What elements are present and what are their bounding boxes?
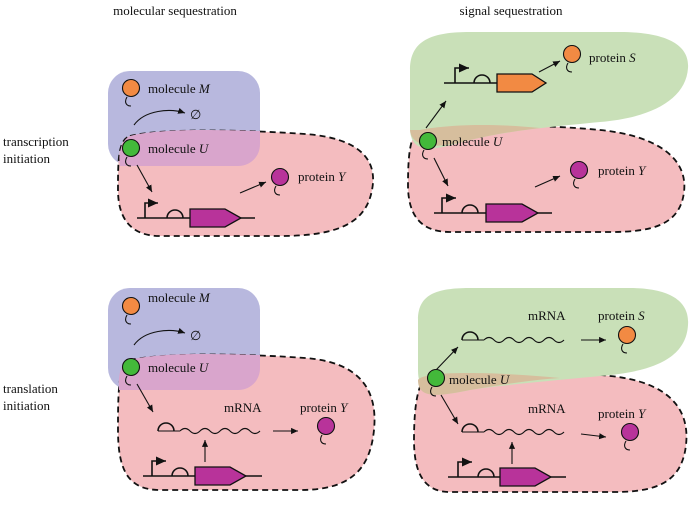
green-region-d	[418, 288, 689, 395]
gene-y-icon-b	[434, 193, 552, 223]
molecule-m-label: molecule M	[148, 81, 211, 96]
protein-s-label: protein S	[589, 50, 636, 65]
header-molecular-sequestration: molecular sequestration	[113, 3, 237, 18]
gene-s-icon	[444, 63, 548, 93]
panel-molecular-translation: molecule M ∅ molecule U mRNA protein Y	[108, 288, 376, 491]
row-label-translation: translation	[3, 381, 58, 396]
molecule-m-label-c: molecule M	[148, 290, 211, 305]
pink-region-b	[407, 124, 686, 233]
u-to-rbs-arrow	[136, 383, 154, 413]
degradation-arrow-c	[133, 327, 186, 346]
mrna-s-icon	[461, 331, 565, 344]
u-to-gene-y-arrow	[433, 157, 449, 187]
panel-signal-transcription: protein S molecule U protein Y	[407, 32, 689, 233]
molecule-m-icon	[121, 78, 141, 107]
molecule-u-icon-c	[121, 357, 141, 386]
molecule-u-label-d: molecule U	[449, 372, 511, 387]
mrna-label-d-top: mRNA	[528, 308, 566, 323]
row-label-initiation-bottom: initiation	[3, 398, 50, 413]
molecule-m-icon-c	[121, 296, 141, 325]
u-to-promoter-arrow	[136, 164, 153, 193]
overlap-region-d	[418, 373, 560, 395]
molecule-u-label: molecule U	[148, 141, 210, 156]
empty-set-label: ∅	[190, 107, 201, 122]
mrna-y-icon-d	[461, 423, 565, 436]
overlap-region-b	[410, 124, 540, 146]
panel-molecular-transcription: molecule M ∅ molecule U protein Y	[108, 71, 374, 237]
u-to-mrna-y-arrow	[440, 394, 459, 425]
protein-s-icon-d	[617, 325, 637, 354]
gene-y-icon-d	[448, 457, 566, 487]
panel-signal-translation: mRNA protein S molecule U mRNA protein Y	[413, 288, 689, 493]
gene-y-to-protein-arrow-b	[534, 175, 561, 188]
gene-s-to-protein-arrow	[538, 60, 561, 73]
u-to-gene-s-arrow	[425, 100, 447, 129]
header-signal-sequestration: signal sequestration	[460, 3, 563, 18]
protein-y-label: protein Y	[298, 169, 347, 184]
protein-y-icon-b	[569, 160, 589, 189]
gene-y-icon-c	[143, 456, 262, 486]
protein-y-label-b: protein Y	[598, 163, 647, 178]
protein-y-icon-d	[620, 422, 640, 451]
degradation-arrow	[133, 107, 186, 126]
protein-y-icon-c	[316, 416, 336, 445]
protein-y-label-d: protein Y	[598, 406, 647, 421]
row-label-initiation-top: initiation	[3, 151, 50, 166]
u-to-mrna-s-arrow	[435, 346, 459, 371]
mrna-y-icon	[157, 422, 261, 435]
molecule-u-icon-d	[426, 368, 446, 397]
protein-s-icon	[562, 44, 582, 73]
protein-y-label-c: protein Y	[300, 400, 349, 415]
mrna-label-c: mRNA	[224, 400, 262, 415]
molecule-u-icon	[121, 138, 141, 167]
mrna-y-to-protein-arrow	[580, 433, 607, 440]
green-region-b	[410, 32, 689, 149]
protein-y-icon	[270, 167, 290, 196]
molecule-u-label-c: molecule U	[148, 360, 210, 375]
gene-to-protein-arrow	[239, 181, 267, 194]
row-label-transcription: transcription	[3, 134, 69, 149]
gene-y-icon	[137, 198, 255, 228]
molecule-u-label-b: molecule U	[442, 134, 504, 149]
molecule-u-icon-b	[418, 131, 438, 160]
overlap-region-c	[118, 354, 260, 390]
protein-s-label-d: protein S	[598, 308, 645, 323]
overlap-region	[119, 130, 260, 166]
mrna-label-d-bottom: mRNA	[528, 401, 566, 416]
empty-set-label-c: ∅	[190, 328, 201, 343]
